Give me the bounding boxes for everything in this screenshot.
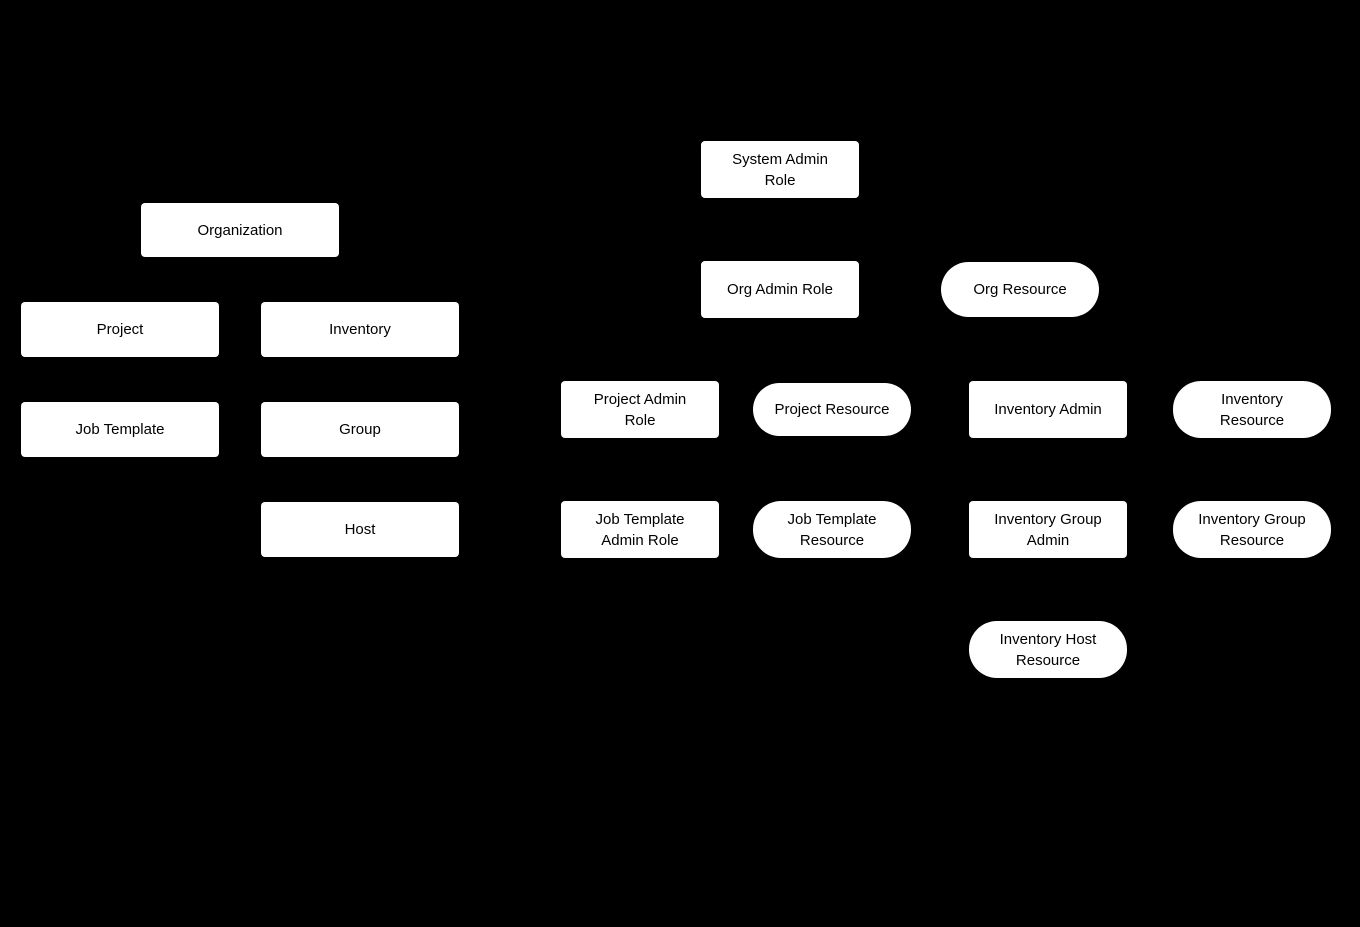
inventory-host-resource-label: Inventory Host Resource bbox=[999, 630, 1097, 669]
org-admin-role-node: Org Admin Role bbox=[701, 261, 859, 318]
system-admin-role-node: System Admin Role bbox=[701, 141, 859, 198]
host-label: Host bbox=[344, 521, 376, 538]
job-template-admin-role-label: Job Template Admin Role bbox=[595, 510, 685, 549]
inventory-resource-node: Inventory Resource bbox=[1173, 381, 1331, 438]
job-template-admin-role-node: Job Template Admin Role bbox=[561, 501, 719, 558]
group-label: Group bbox=[339, 421, 381, 438]
inventory-group-admin-node: Inventory Group Admin bbox=[969, 501, 1127, 558]
project-admin-role-label: Project Admin Role bbox=[593, 390, 687, 429]
inventory-label: Inventory bbox=[329, 321, 391, 338]
inventory-admin-node: Inventory Admin bbox=[969, 381, 1127, 438]
project-admin-role-node: Project Admin Role bbox=[561, 381, 719, 438]
org-resource-node: Org Resource bbox=[941, 262, 1099, 317]
system-admin-role-label: System Admin Role bbox=[732, 150, 828, 189]
inventory-host-resource-node: Inventory Host Resource bbox=[969, 621, 1127, 678]
organization-label: Organization bbox=[197, 221, 283, 239]
inventory-group-resource-label: Inventory Group Resource bbox=[1198, 510, 1306, 549]
organization-node: Organization bbox=[141, 203, 339, 257]
inventory-resource-label: Inventory Resource bbox=[1219, 390, 1285, 429]
inventory-node: Inventory bbox=[261, 302, 459, 357]
job-template-resource-node: Job Template Resource bbox=[753, 501, 911, 558]
job-template-label: Job Template bbox=[75, 421, 165, 438]
project-label: Project bbox=[96, 321, 144, 338]
inventory-admin-label: Inventory Admin bbox=[994, 401, 1102, 418]
org-resource-label: Org Resource bbox=[973, 281, 1067, 298]
project-resource-node: Project Resource bbox=[753, 383, 911, 436]
project-resource-label: Project Resource bbox=[774, 401, 890, 418]
job-template-resource-label: Job Template Resource bbox=[787, 510, 877, 549]
org-admin-role-label: Org Admin Role bbox=[727, 281, 833, 298]
inventory-group-resource-node: Inventory Group Resource bbox=[1173, 501, 1331, 558]
host-node: Host bbox=[261, 502, 459, 557]
project-node: Project bbox=[21, 302, 219, 357]
group-node: Group bbox=[261, 402, 459, 457]
job-template-node: Job Template bbox=[21, 402, 219, 457]
inventory-group-admin-label: Inventory Group Admin bbox=[994, 510, 1102, 549]
